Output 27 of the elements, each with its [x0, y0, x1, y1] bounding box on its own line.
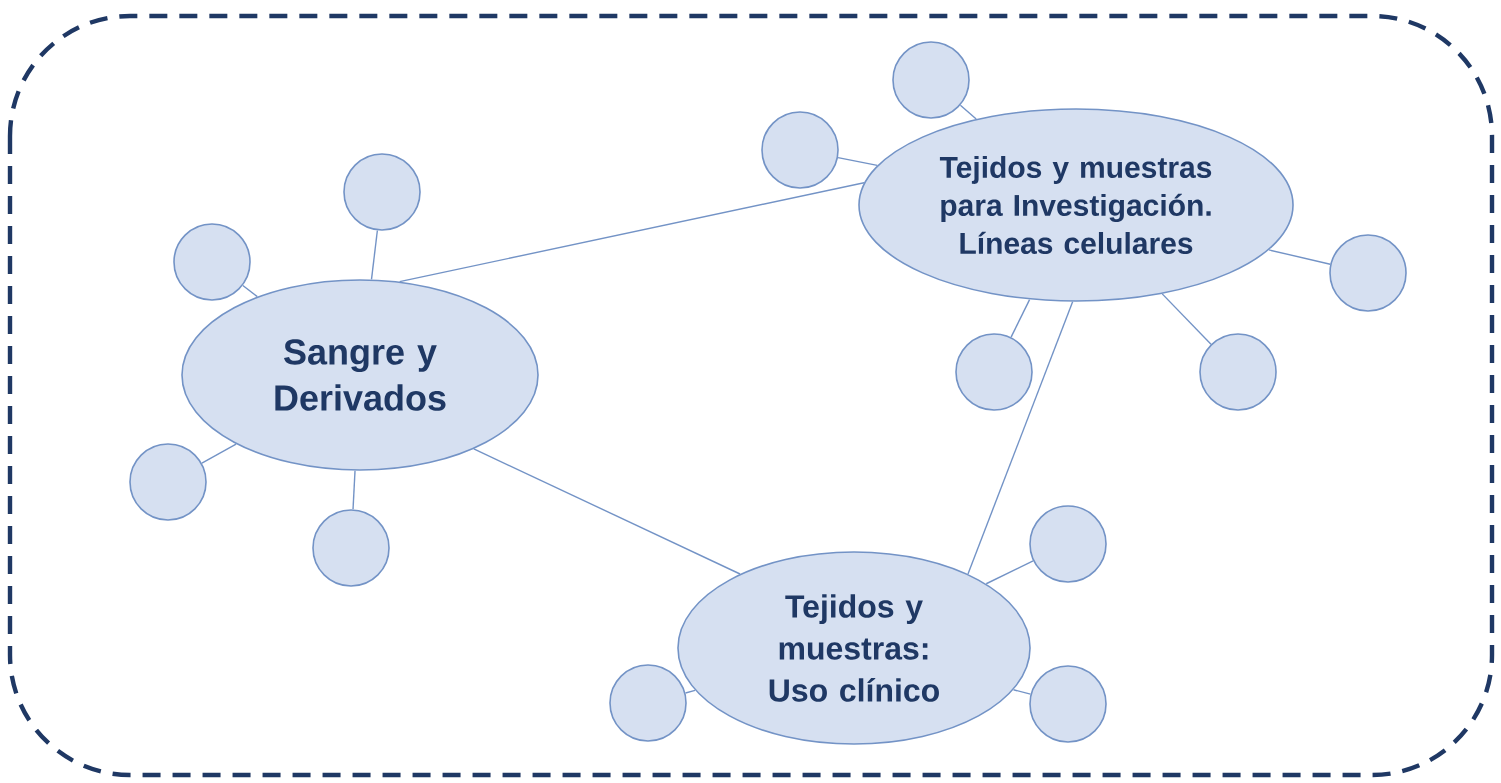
connector-line: [959, 104, 977, 120]
connector-line: [398, 182, 865, 283]
empty-circle: [343, 153, 421, 231]
empty-circle: [1329, 234, 1407, 312]
connector-line: [837, 156, 878, 167]
connector-line: [967, 301, 1074, 575]
empty-circle: [312, 509, 390, 587]
connector-line: [985, 560, 1034, 585]
empty-circle: [955, 333, 1033, 411]
connector-line: [1268, 249, 1331, 265]
connector-line: [473, 448, 741, 575]
connector-line: [242, 284, 258, 298]
connector-line: [1012, 689, 1032, 695]
empty-circle: [1029, 505, 1107, 583]
empty-circle: [892, 41, 970, 119]
empty-circle: [609, 664, 687, 742]
empty-circle: [129, 443, 207, 521]
connector-line: [370, 229, 379, 281]
empty-circle: [1029, 665, 1107, 743]
connector-line: [1010, 298, 1031, 338]
empty-circle: [173, 223, 251, 301]
connector-line: [352, 470, 356, 510]
empty-circle: [761, 111, 839, 189]
connector-line: [684, 689, 696, 694]
connector-line: [201, 443, 237, 464]
empty-circle: [1199, 333, 1277, 411]
connector-line: [1161, 293, 1212, 345]
